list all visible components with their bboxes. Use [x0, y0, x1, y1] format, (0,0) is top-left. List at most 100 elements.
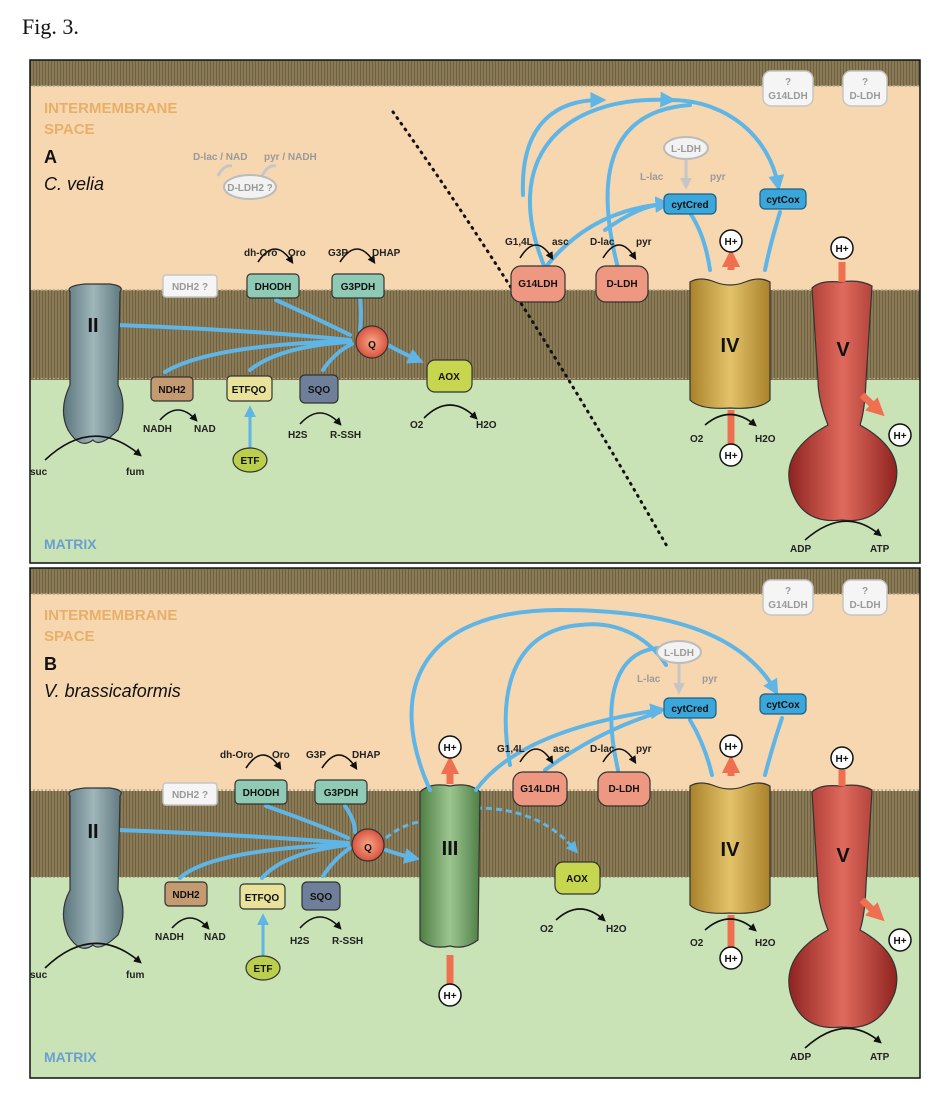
proton-v-side — [888, 423, 912, 447]
complex-iv: IV — [689, 278, 771, 409]
lldh-pyr-label: pyr — [710, 172, 726, 183]
o2-iv-label: O2 — [690, 938, 704, 949]
fumarate-label: fum — [126, 467, 144, 478]
dldh-enzyme — [595, 265, 649, 303]
complex-iv: IV — [689, 782, 771, 914]
matrix-label: MATRIX — [44, 536, 97, 552]
aox-enzyme — [554, 861, 601, 895]
g3pdh-enzyme — [314, 779, 368, 805]
ndh2-label: NDH2 — [158, 385, 186, 396]
ndh2-ghost-label: NDH2 ? — [172, 282, 208, 293]
proton-label: H+ — [724, 742, 737, 753]
ndh2-ghost — [162, 274, 218, 298]
etf-label: ETF — [241, 456, 260, 467]
etf-protein — [245, 955, 281, 981]
nadh-label: NADH — [155, 932, 184, 943]
g14ldh-ghost — [762, 70, 814, 107]
ims-label-2: SPACE — [44, 628, 95, 645]
proton-label: H+ — [724, 451, 737, 462]
h2o-iv-label: H2O — [755, 434, 776, 445]
species-name: C. velia — [44, 174, 104, 194]
proton-label: H+ — [835, 244, 848, 255]
oro-label: Oro — [272, 750, 290, 761]
proton-label: H+ — [893, 431, 906, 442]
etf-label: ETF — [254, 964, 273, 975]
dhodh-enzyme — [234, 779, 288, 805]
ims-label-1: INTERMEMBRANE — [44, 100, 177, 117]
etf-protein — [232, 447, 268, 473]
dldh-enzyme — [597, 771, 651, 807]
h2o-aox-label: H2O — [606, 924, 627, 935]
proton-label: H+ — [724, 237, 737, 248]
cytc-ox — [759, 188, 807, 210]
g3pdh-label: G3PDH — [324, 788, 358, 799]
dldh2-sub-out: pyr / NADH — [264, 152, 317, 163]
h2o-aox-label: H2O — [476, 420, 497, 431]
fumarate-label: fum — [126, 970, 144, 981]
sqo-enzyme — [299, 374, 339, 404]
ndh2-ghost — [162, 782, 218, 806]
ubiquinone-q — [351, 828, 385, 862]
g3p-label: G3P — [328, 248, 348, 259]
cytc-ox-label: cytCox — [766, 195, 800, 206]
species-name: V. brassicaformis — [44, 681, 181, 701]
g14ldh-ghost-label: G14LDH — [768, 600, 807, 611]
dldh-pyr-label: pyr — [636, 237, 652, 248]
adp-label: ADP — [790, 1052, 811, 1063]
panel-letter: A — [44, 147, 57, 167]
panel-letter: B — [44, 654, 57, 674]
aox-enzyme — [426, 359, 473, 393]
ndh2-ghost-label: NDH2 ? — [172, 790, 208, 801]
g14ldh-label: G14LDH — [520, 784, 559, 795]
h2s-label: H2S — [290, 936, 310, 947]
etfqo-enzyme — [226, 375, 273, 402]
matrix-label: MATRIX — [44, 1049, 97, 1065]
ndh2-enzyme — [164, 881, 208, 907]
nadh-label: NADH — [143, 424, 172, 435]
complex-ii: II — [62, 787, 124, 949]
proton-iii-out — [438, 735, 462, 759]
dldh-label: D-LDH — [608, 784, 639, 795]
complex-v-label: V — [836, 845, 850, 867]
complex-v: V — [788, 784, 898, 1029]
proton-iii-in — [438, 983, 462, 1007]
panel-a: INTERMEMBRANE SPACE A C. velia MATRIX D-… — [29, 59, 921, 564]
dlac-label: D-lac — [590, 237, 615, 248]
ims-label-2: SPACE — [44, 121, 95, 138]
lldh-ghost — [663, 136, 709, 160]
proton-v-top — [830, 746, 854, 770]
proton-iv-in — [719, 443, 743, 467]
q-label: Q — [368, 340, 376, 351]
dldh-ghost-label: D-LDH — [849, 91, 880, 102]
dldh2-label: D-LDH2 ? — [227, 183, 273, 194]
matrix-region — [30, 380, 920, 563]
o2-aox-label: O2 — [540, 924, 554, 935]
g14ldh-enzyme — [510, 265, 566, 303]
asc-label: asc — [553, 744, 570, 755]
proton-iv-out — [719, 229, 743, 253]
g14ldh-label: G14LDH — [518, 279, 557, 290]
cytc-red — [663, 193, 717, 215]
rssh-label: R-SSH — [330, 430, 361, 441]
llac-label: L-lac — [640, 172, 664, 183]
nad-label: NAD — [194, 424, 216, 435]
llac-label: L-lac — [637, 674, 661, 685]
succinate-label: suc — [30, 970, 48, 981]
proton-iv-out — [719, 734, 743, 758]
h2s-label: H2S — [288, 430, 308, 441]
ims-label-1: INTERMEMBRANE — [44, 607, 177, 624]
figure-label: Fig. 3. — [22, 14, 79, 39]
cytc-red — [663, 697, 717, 719]
etfqo-enzyme — [239, 883, 286, 910]
proton-v-side — [888, 928, 912, 952]
proton-label: H+ — [443, 991, 456, 1002]
atp-label: ATP — [870, 1052, 890, 1063]
lldh-pyr-label: pyr — [702, 674, 718, 685]
complex-v-label: V — [836, 339, 850, 361]
o2-iv-label: O2 — [690, 434, 704, 445]
proton-label: H+ — [443, 743, 456, 754]
proton-label: H+ — [835, 754, 848, 765]
dldh-label: D-LDH — [606, 279, 637, 290]
dlac-label: D-lac — [590, 744, 615, 755]
